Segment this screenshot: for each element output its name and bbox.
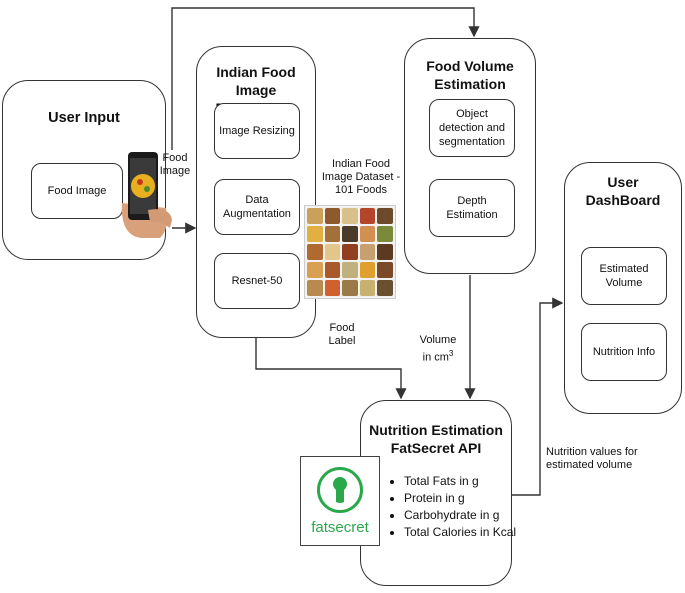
- list-item: Carbohydrate in g: [404, 508, 534, 523]
- list-item: Protein in g: [404, 491, 534, 506]
- keyhole-icon: [317, 467, 363, 513]
- arrow-top-to-volume: [171, 7, 480, 150]
- food-dataset-thumbnails: [304, 205, 396, 299]
- arrow-nutrition-to-dashboard: [512, 297, 564, 496]
- arrow-recognition-to-nutrition: [255, 338, 407, 400]
- fatsecret-logo: fatsecret: [300, 456, 380, 546]
- resnet-50-box: Resnet-50: [214, 253, 300, 309]
- user-input-title: User Input: [48, 110, 120, 126]
- recognition-panel: Indian Food ImageRecognition Image Resiz…: [196, 46, 316, 338]
- food-image-box: Food Image: [31, 163, 123, 219]
- nutrition-bullet-list: Total Fats in g Protein in g Carbohydrat…: [390, 474, 534, 542]
- fatsecret-wordmark: fatsecret: [311, 519, 369, 536]
- volume-label: Volume in cm3: [419, 334, 457, 364]
- list-item: Total Calories in Kcal: [404, 525, 534, 540]
- data-augmentation-box: Data Augmentation: [214, 179, 300, 235]
- food-image-label: Food Image: [47, 185, 107, 197]
- image-resizing-box: Image Resizing: [214, 103, 300, 159]
- nutrition-info-box: Nutrition Info: [581, 323, 667, 381]
- user-input-panel: User Input Food Image: [2, 80, 166, 260]
- list-item: Total Fats in g: [404, 474, 534, 489]
- depth-estimation-box: Depth Estimation: [429, 179, 515, 237]
- phone-photo-icon: [120, 148, 172, 240]
- estimated-volume-box: Estimated Volume: [581, 247, 667, 305]
- object-detection-box: Object detection and segmentation: [429, 99, 515, 157]
